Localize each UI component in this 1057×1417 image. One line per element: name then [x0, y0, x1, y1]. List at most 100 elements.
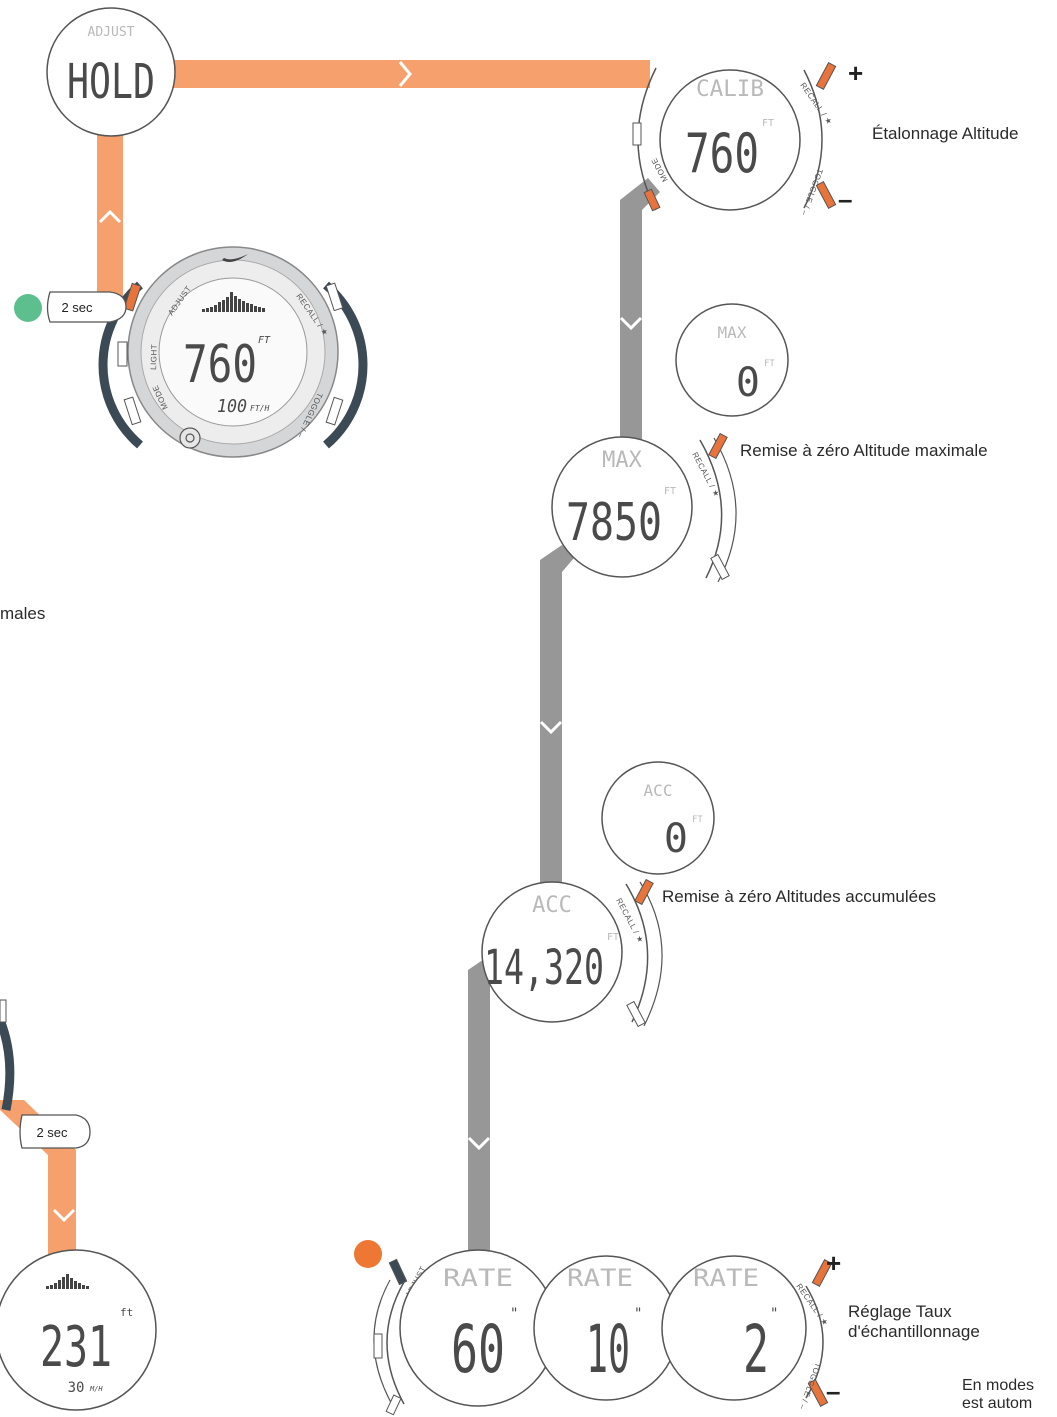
recall-label: RECALL / ★ — [690, 451, 721, 499]
start-indicator-dot — [14, 294, 42, 322]
altitude-graph — [46, 1274, 89, 1289]
screen-main-text: 0 — [736, 360, 760, 406]
screen-max-reset: MAX 0 FT — [675, 303, 789, 417]
screen-unit-text: FT — [692, 815, 703, 825]
end-indicator-dot — [354, 1240, 382, 1268]
screen-top-text: MAX — [602, 448, 642, 473]
rate-60-value: 60 — [451, 1311, 505, 1388]
screen-unit-text: FT — [607, 932, 619, 943]
chevron-down-icon — [619, 316, 643, 331]
screen-rate-row: ADJUST RATE 60 " RATE 10 " RATE 2 " RECA… — [354, 1240, 841, 1416]
toggle-minus-button[interactable] — [815, 180, 837, 210]
press-duration-text: 2 sec — [36, 1125, 68, 1140]
max-to-acc-path — [540, 545, 574, 890]
screen-unit-text: FT — [762, 118, 774, 129]
main-rate-unit: FT/H — [250, 404, 269, 413]
screen-calib: CALIB 760 FT RECALL / ★ TOGGLE / – MODE … — [632, 58, 863, 217]
screen-main-text: 14,320 — [484, 940, 604, 996]
chevron-up-icon — [98, 209, 122, 224]
toggle-button[interactable] — [710, 553, 730, 581]
screen-main-text: 0 — [664, 816, 688, 862]
main-altitude-unit: FT — [258, 335, 271, 346]
adjust-button[interactable] — [123, 282, 142, 312]
minus-sign: – — [826, 1376, 840, 1406]
side-button[interactable] — [0, 999, 7, 1023]
screen-main-text: 7850 — [566, 493, 662, 553]
main-watch: ADJUST LIGHT MODE RECALL / ★ TOGGLE / – … — [14, 246, 368, 458]
altitude-graph — [202, 292, 265, 312]
adjust-button[interactable] — [388, 1258, 408, 1286]
screen-main-text: 760 — [685, 122, 759, 185]
recall-button[interactable] — [634, 878, 654, 906]
orange-chevrons — [52, 61, 412, 1223]
screen-unit-text: FT — [764, 359, 775, 369]
rate-2-unit: " — [770, 1306, 778, 1322]
finger-press-icon — [46, 291, 127, 323]
gray-chevrons — [467, 316, 643, 1151]
screen-main-text: HOLD — [67, 54, 155, 110]
screen-sub-unit: M/H — [89, 1385, 103, 1393]
main-altitude-value: 760 — [183, 335, 257, 395]
toggle-button[interactable] — [325, 396, 344, 426]
screen-top-text: CALIB — [696, 77, 764, 102]
mode-button[interactable] — [385, 1394, 402, 1416]
minus-sign: – — [838, 184, 852, 214]
acc-to-rate-path — [468, 955, 502, 1260]
toggle-button[interactable] — [626, 1000, 646, 1028]
bottom-note-line-2: est autom — [962, 1395, 1033, 1412]
finger-press-icon — [19, 1114, 91, 1149]
recall-plus-button[interactable] — [815, 61, 837, 91]
recall-button[interactable] — [708, 432, 728, 460]
light-button[interactable] — [632, 122, 642, 146]
plus-sign: + — [826, 1248, 841, 1278]
screen-unit-text: FT — [664, 486, 676, 497]
rate-label-line-2: d'échantillonnage — [848, 1322, 980, 1341]
left-vertical-path — [97, 115, 123, 300]
swoosh-icon — [222, 254, 248, 262]
screen-acc-reset: ACC 0 FT — [601, 761, 715, 875]
screen-max: MAX 7850 FT RECALL / ★ — [551, 432, 737, 583]
calib-label: Étalonnage Altitude — [872, 124, 1019, 143]
bottom-note: En modes est autom — [962, 1377, 1034, 1413]
chevron-down-icon — [52, 1208, 76, 1223]
main-rate-value: 100 — [217, 396, 247, 417]
screen-unit-text: ft — [120, 1306, 133, 1319]
mode-button[interactable] — [643, 188, 661, 212]
rate-label: Réglage Taux d'échantillonnage — [848, 1302, 980, 1342]
screen-top-text: ACC — [532, 893, 572, 918]
chevron-down-icon — [539, 720, 563, 735]
recall-label: RECALL / ★ — [798, 81, 834, 127]
left-partial-label: males — [0, 604, 46, 623]
screen-top-text: ACC — [644, 781, 673, 800]
screen-sub-text: 30 — [68, 1380, 85, 1396]
screen-top-text: MAX — [718, 323, 747, 342]
bottom-left-watch-partial: 2 sec 231 ft 30 M/H — [0, 999, 157, 1411]
plus-sign: + — [848, 58, 863, 88]
recall-button[interactable] — [325, 282, 344, 312]
rate-10-unit: " — [634, 1306, 642, 1322]
recall-plus-button[interactable] — [811, 1258, 833, 1288]
rate-60-top: RATE — [443, 1264, 513, 1292]
chevron-down-icon — [467, 1136, 491, 1151]
screen-main-text: 231 — [40, 1315, 112, 1380]
acc-reset-label: Remise à zéro Altitudes accumulées — [662, 887, 937, 906]
light-button[interactable] — [117, 341, 128, 367]
rate-2-value: 2 — [743, 1311, 769, 1388]
mode-button[interactable] — [123, 396, 142, 426]
toggle-minus-button[interactable] — [807, 1378, 829, 1408]
rate-label-line-1: Réglage Taux — [848, 1302, 952, 1321]
rate-10-value: 10 — [586, 1311, 630, 1388]
light-label: LIGHT — [149, 344, 159, 370]
light-button[interactable] — [373, 1333, 383, 1359]
max-reset-label: Remise à zéro Altitude maximale — [740, 441, 988, 460]
screen-acc: ACC 14,320 FT RECALL / ★ — [481, 878, 663, 1028]
crosshair-icon — [179, 427, 201, 449]
gray-flow-paths — [468, 178, 660, 1260]
rate-60-unit: " — [510, 1306, 518, 1322]
screen-adjust-hold: ADJUST HOLD — [46, 7, 176, 137]
screen-top-text: ADJUST — [88, 25, 135, 40]
bottom-note-line-1: En modes — [962, 1377, 1035, 1394]
calib-to-max-path — [620, 178, 660, 442]
chevron-right-icon — [398, 61, 412, 87]
